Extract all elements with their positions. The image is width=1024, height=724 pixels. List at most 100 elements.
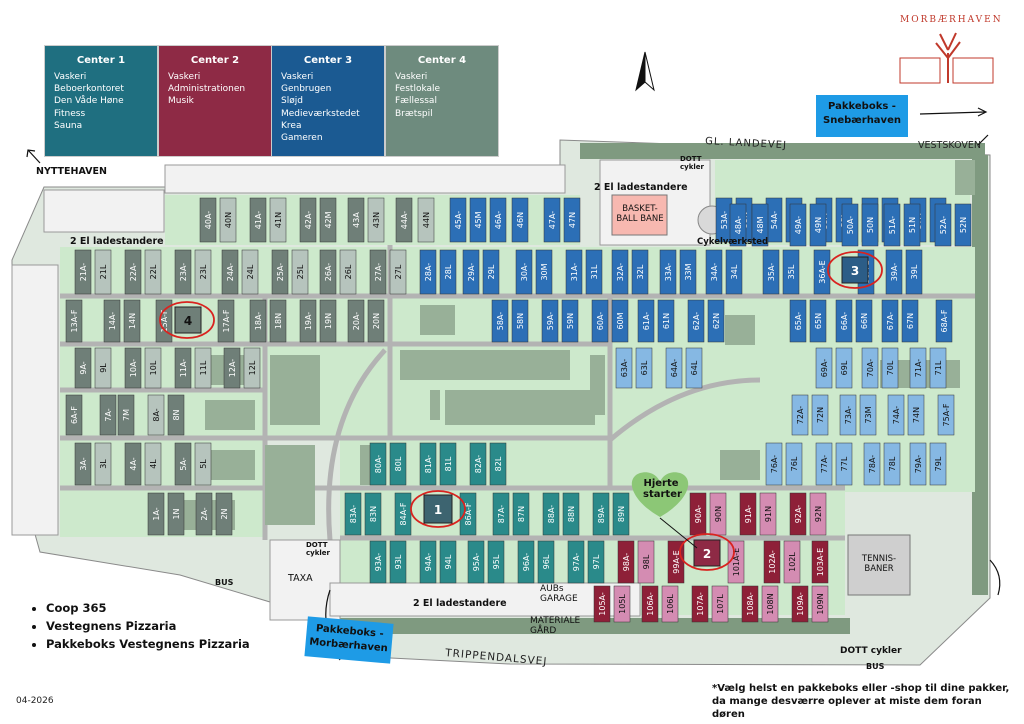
building-shape <box>691 585 709 623</box>
building-21L: 21L <box>94 249 112 295</box>
building-shape <box>789 492 807 536</box>
building-108A: 108A- <box>741 585 759 623</box>
building-91N: 91N <box>759 492 777 536</box>
building-label: 81L <box>444 456 453 471</box>
building-22L: 22L <box>144 249 162 295</box>
center-item: Beboerkontoret <box>54 84 124 95</box>
building-52A: 52A- <box>934 203 952 247</box>
pakkeboks-morbaerhaven[interactable]: Pakkeboks - Morbærhaven <box>304 616 394 664</box>
building-shape <box>611 299 629 343</box>
building-shape <box>905 249 923 295</box>
building-32L: 32L <box>631 249 649 295</box>
building-label: 35A- <box>767 263 776 281</box>
building-45M: 45M <box>469 197 487 243</box>
building-shape <box>419 249 437 295</box>
building-shape <box>124 347 142 389</box>
building-shape <box>859 394 877 436</box>
building-9A: 9A- <box>74 347 92 389</box>
building-60A: 60A- <box>591 299 609 343</box>
building-43A: 43A <box>347 197 365 243</box>
building-shape <box>155 299 173 343</box>
building-shape <box>269 197 287 243</box>
building-label: 51N <box>908 217 917 233</box>
nearby-list: Coop 365 Vestegnens Pizzaria Pakkeboks V… <box>30 601 250 655</box>
label-el-bottom: 2 El ladestandere <box>413 598 507 609</box>
building-35L: 35L <box>782 249 800 295</box>
building-72A: 72A- <box>791 394 809 436</box>
pakkeboks-snebaerhaven[interactable]: Pakkeboks - Snebærhaven <box>816 95 908 137</box>
building-shape <box>249 299 267 343</box>
building-shape <box>512 492 530 536</box>
building-label: 32L <box>636 264 645 279</box>
building-shape <box>217 299 235 343</box>
building-33M: 33M <box>679 249 697 295</box>
building-42M: 42M <box>319 197 337 243</box>
building-12A: 12A- <box>223 347 241 389</box>
center-2-marker: 2 <box>703 547 711 561</box>
building-shape <box>685 347 703 389</box>
list-item: Pakkeboks Vestegnens Pizzaria <box>46 637 250 651</box>
building-label: 76A- <box>770 455 779 473</box>
building-label: 49A- <box>794 216 803 234</box>
center-item: Gameren <box>281 133 323 144</box>
building-98A: 98A- <box>617 540 635 584</box>
building-label: 17A-F <box>222 309 231 332</box>
building-24A: 24A- <box>221 249 239 295</box>
building-label: 26A- <box>324 263 333 281</box>
building-80L: 80L <box>389 442 407 486</box>
building-label: 43A <box>352 212 361 228</box>
building-shape <box>761 585 779 623</box>
building-label: 88N <box>567 506 576 522</box>
building-49A: 49A- <box>789 203 807 247</box>
building-shape <box>389 540 407 584</box>
building-shape <box>94 347 112 389</box>
building-label: 58A- <box>496 312 505 330</box>
building-63L: 63L <box>635 347 653 389</box>
building-label: 27L <box>394 264 403 279</box>
building-label: 83N <box>369 506 378 522</box>
building-label: 71A- <box>914 359 923 377</box>
building-label: 74A- <box>892 406 901 424</box>
building-59N: 59N <box>561 299 579 343</box>
building-label: 78L <box>888 456 897 471</box>
building-shape <box>344 492 362 536</box>
building-label: 50A- <box>846 216 855 234</box>
center-item: Festlokale <box>395 84 441 95</box>
building-shape <box>763 540 781 584</box>
building-label: 96A- <box>522 553 531 571</box>
building-label: 29A- <box>467 263 476 281</box>
building-14A: 14A- <box>103 299 121 343</box>
building-shape <box>729 203 747 247</box>
building-shape <box>439 249 457 295</box>
building-shape <box>707 299 725 343</box>
building-shape <box>711 585 729 623</box>
building-shape <box>74 347 92 389</box>
building-label: 61N <box>662 313 671 329</box>
building-96A: 96A- <box>517 540 535 584</box>
building-label: 44A- <box>400 211 409 229</box>
building-95L: 95L <box>487 540 505 584</box>
building-label: 80A- <box>374 455 383 473</box>
building-31L: 31L <box>585 249 603 295</box>
building-label: 24L <box>246 264 255 279</box>
building-label: 7A- <box>104 408 113 421</box>
building-50A: 50A- <box>841 203 859 247</box>
building-label: 64A- <box>670 359 679 377</box>
building-label: 8N <box>172 409 181 420</box>
building-shape <box>535 249 553 295</box>
building-label: 19A- <box>304 312 313 330</box>
building-shape <box>319 299 337 343</box>
building-shape <box>394 492 412 536</box>
building-shape <box>489 197 507 243</box>
building-label: 60A- <box>596 312 605 330</box>
building-shape <box>124 249 142 295</box>
building-80A: 80A- <box>369 442 387 486</box>
building-shape <box>881 299 899 343</box>
building-shape <box>563 197 581 243</box>
building-41A: 41A- <box>249 197 267 243</box>
building-46N: 46N <box>511 197 529 243</box>
building-25A: 25A- <box>271 249 289 295</box>
building-label: 91A- <box>744 505 753 523</box>
